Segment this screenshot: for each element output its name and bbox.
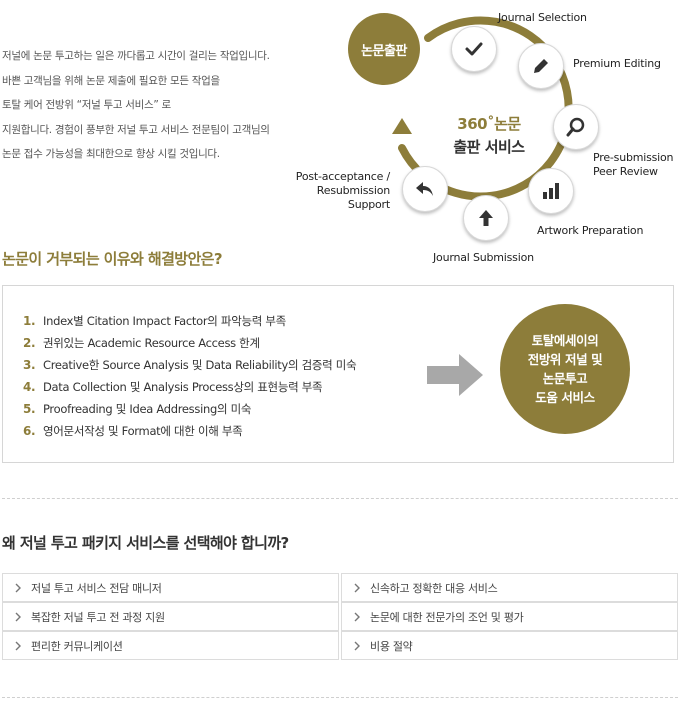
solution-line: 도움 서비스 — [535, 390, 595, 405]
item-number: 1. — [23, 314, 36, 328]
item-number: 4. — [23, 380, 36, 394]
hub-publication: 논문출판 — [348, 13, 420, 85]
package-item: 신속하고 정확한 대응 서비스 — [341, 573, 678, 602]
list-item: 6. 영어문서작성 및 Format에 대한 이해 부족 — [23, 420, 356, 442]
chevron-right-icon — [354, 641, 360, 651]
intro-paragraph: 저널에 논문 투고하는 일은 까다롭고 시간이 걸리는 작업입니다. 바쁜 고객… — [2, 44, 322, 167]
chevron-right-icon — [354, 583, 360, 593]
intro-line: 저널에 논문 투고하는 일은 까다롭고 시간이 걸리는 작업입니다. — [2, 50, 270, 62]
label-line: Support — [347, 198, 390, 211]
cycle-center-label: 360˚논문 출판 서비스 — [424, 113, 554, 157]
reasons-box: 1. Index별 Citation Impact Factor의 파악능력 부족… — [2, 285, 674, 463]
package-item-text: 신속하고 정확한 대응 서비스 — [370, 581, 498, 595]
node-pre-submission-review — [553, 104, 599, 150]
magnifier-icon — [566, 117, 585, 137]
up-arrow-icon — [479, 210, 493, 226]
label-post-acceptance: Post-acceptance / Resubmission Support — [290, 170, 390, 212]
package-item: 논문에 대한 전문가의 조언 및 평가 — [341, 602, 678, 631]
reasons-list: 1. Index별 Citation Impact Factor의 파악능력 부족… — [23, 310, 357, 442]
divider — [2, 498, 678, 499]
cycle-arrowhead — [392, 118, 412, 134]
solution-circle: 토탈에세이의 전방위 저널 및 논문투고 도움 서비스 — [500, 304, 630, 434]
reply-arrow-icon — [416, 182, 433, 196]
packages-row: 복잡한 저널 투고 전 과정 지원 논문에 대한 전문가의 조언 및 평가 — [2, 602, 678, 631]
divider — [2, 697, 678, 698]
intro-line: 지원합니다. 경험이 풍부한 저널 투고 서비스 전문팀이 고객님의 — [2, 123, 270, 136]
right-arrow-icon — [427, 354, 483, 396]
package-item-text: 저널 투고 서비스 전담 매니저 — [31, 581, 162, 595]
list-item: 3. Creative한 Source Analysis 및 Data Relia… — [23, 354, 357, 376]
item-number: 6. — [23, 424, 36, 438]
package-item-text: 논문에 대한 전문가의 조언 및 평가 — [370, 610, 524, 624]
item-text: Creative한 Source Analysis 및 Data Reliabi… — [43, 358, 357, 372]
package-item: 복잡한 저널 투고 전 과정 지원 — [2, 602, 339, 631]
list-item: 4. Data Collection 및 Analysis Process상의 표… — [23, 376, 356, 398]
package-item: 저널 투고 서비스 전담 매니저 — [2, 573, 339, 602]
item-text: Index별 Citation Impact Factor의 파악능력 부족 — [43, 314, 286, 328]
chevron-right-icon — [15, 583, 21, 593]
node-artwork-preparation — [528, 168, 574, 214]
label-line: Pre-submission — [593, 151, 674, 164]
label-artwork-preparation: Artwork Preparation — [537, 224, 644, 237]
package-item: 비용 절약 — [341, 631, 678, 660]
intro-line: 바쁜 고객님을 위해 논문 제출에 필요한 모든 작업을 — [2, 74, 220, 87]
center-line-1: 360˚논문 — [457, 115, 521, 133]
package-item-text: 비용 절약 — [370, 639, 413, 653]
label-line: Post-acceptance / — [295, 170, 390, 183]
package-item: 편리한 커뮤니케이션 — [2, 631, 339, 660]
node-journal-selection — [451, 26, 497, 72]
item-number: 3. — [23, 358, 36, 372]
item-number: 2. — [23, 336, 36, 350]
node-journal-submission — [463, 195, 509, 241]
check-icon — [465, 42, 483, 56]
package-item-text: 편리한 커뮤니케이션 — [31, 639, 123, 653]
bar-chart-icon — [543, 183, 559, 199]
intro-line: 토탈 케어 전방위 “저널 투고 서비스” 로 — [2, 99, 171, 111]
chevron-right-icon — [15, 641, 21, 651]
intro-line: 논문 접수 가능성을 최대한으로 향상 시킬 것입니다. — [2, 148, 220, 160]
packages-row: 편리한 커뮤니케이션 비용 절약 — [2, 631, 678, 660]
list-item: 5. Proofreading 및 Idea Addressing의 미숙 — [23, 398, 356, 420]
center-line-2: 출판 서비스 — [453, 138, 525, 156]
packages-title: 왜 저널 투고 패키지 서비스를 선택해야 합니까? — [2, 534, 289, 552]
label-premium-editing: Premium Editing — [573, 57, 661, 70]
node-premium-editing — [518, 43, 564, 89]
item-text: Proofreading 및 Idea Addressing의 미숙 — [43, 402, 252, 416]
list-item: 1. Index별 Citation Impact Factor의 파악능력 부족 — [23, 310, 356, 332]
service-cycle-diagram: 논문출판 360˚논문 출판 서비스 Journal Selection Pre… — [0, 0, 680, 270]
package-item-text: 복잡한 저널 투고 전 과정 지원 — [31, 610, 165, 624]
label-journal-selection: Journal Selection — [498, 11, 587, 24]
chevron-right-icon — [15, 612, 21, 622]
reasons-title: 논문이 거부되는 이유와 해결방안은? — [2, 250, 223, 268]
packages-row: 저널 투고 서비스 전담 매니저 신속하고 정확한 대응 서비스 — [2, 573, 678, 602]
node-post-acceptance — [402, 166, 448, 212]
packages-grid: 저널 투고 서비스 전담 매니저 신속하고 정확한 대응 서비스 복잡한 저널 … — [2, 573, 678, 660]
solution-line: 전방위 저널 및 — [527, 352, 603, 367]
list-item: 2. 권위있는 Academic Resource Access 한계 — [23, 332, 356, 354]
solution-line: 논문투고 — [542, 371, 588, 386]
pencil-icon — [534, 59, 548, 73]
hub-label: 논문출판 — [361, 43, 407, 59]
label-pre-submission-review: Pre-submission Peer Review — [593, 151, 674, 179]
solution-line: 토탈에세이의 — [531, 333, 599, 348]
item-text: Data Collection 및 Analysis Process상의 표현능… — [43, 380, 323, 394]
chevron-right-icon — [354, 612, 360, 622]
label-line: Resubmission — [316, 184, 390, 197]
item-number: 5. — [23, 402, 36, 416]
item-text: 권위있는 Academic Resource Access 한계 — [43, 336, 260, 350]
label-line: Peer Review — [593, 165, 658, 178]
label-journal-submission: Journal Submission — [433, 251, 534, 264]
item-text: 영어문서작성 및 Format에 대한 이해 부족 — [43, 424, 243, 438]
